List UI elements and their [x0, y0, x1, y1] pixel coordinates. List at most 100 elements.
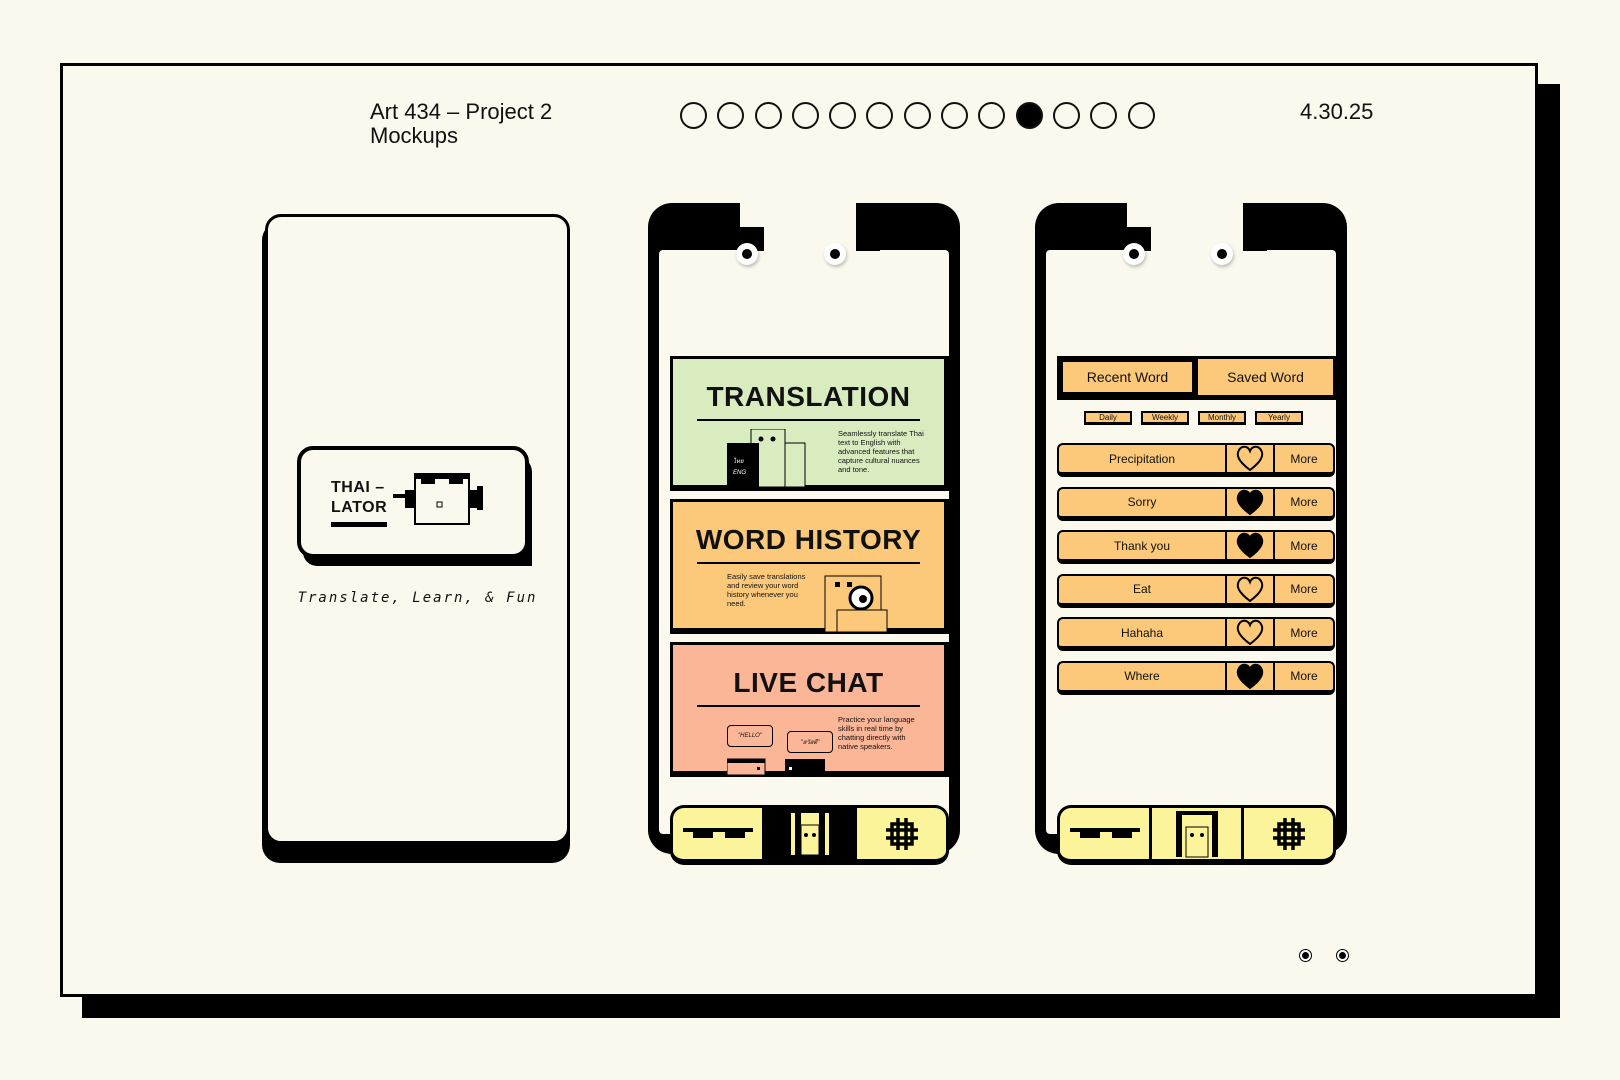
logo-underline	[331, 522, 387, 527]
word-label[interactable]: Hahaha	[1059, 619, 1227, 646]
project-date: 4.30.25	[1300, 99, 1374, 124]
word-row[interactable]: Thank you More	[1057, 530, 1335, 564]
nav-chat-button[interactable]	[1244, 808, 1333, 859]
language-badge: ไทย ENG	[733, 457, 746, 479]
more-button[interactable]: More	[1290, 625, 1318, 640]
card-description: Easily save translations and review your…	[727, 572, 806, 608]
corner-dot	[1300, 950, 1311, 961]
more-button[interactable]: More	[1290, 582, 1318, 596]
pager-dot[interactable]	[903, 102, 931, 129]
slide-pager[interactable]	[680, 102, 1155, 129]
save-heart-button[interactable]	[1227, 532, 1275, 559]
save-heart-button[interactable]	[1227, 488, 1275, 516]
grid-icon	[1272, 817, 1305, 850]
pager-dot[interactable]	[978, 102, 1006, 129]
pager-dot[interactable]	[866, 102, 894, 129]
face-icon	[790, 812, 829, 855]
word-label[interactable]: Where	[1059, 662, 1227, 690]
glasses-icon	[1069, 827, 1140, 838]
logo-line-2: LATOR	[331, 499, 388, 516]
phone-history: Recent Word Saved Word Daily Weekly Monthl…	[1035, 203, 1347, 865]
history-screen: Recent Word Saved Word Daily Weekly Monthl…	[1046, 250, 1336, 865]
logo-line-1: THAI –	[331, 479, 385, 496]
filter-chip-monthly[interactable]: Monthly	[1198, 411, 1246, 425]
tab-recent-word[interactable]: Recent Word	[1060, 359, 1198, 395]
eye-icon	[736, 243, 758, 265]
notch-step-right	[1243, 227, 1267, 251]
word-label[interactable]: Eat	[1059, 575, 1227, 603]
pager-dot[interactable]	[829, 102, 857, 129]
nav-translate-button[interactable]	[1060, 808, 1152, 859]
translation-illustration-icon	[727, 429, 806, 487]
nav-translate-button[interactable]	[673, 808, 765, 859]
app-tagline: Translate, Learn, & Fun	[297, 590, 538, 606]
project-title: Art 434 – Project 2 Mockups	[370, 100, 552, 148]
word-history-card[interactable]: WORD HISTORY Easily save translations an…	[670, 499, 949, 634]
heart-icon	[1236, 663, 1264, 689]
pager-dot[interactable]	[680, 102, 707, 129]
logo-mascot-icon	[393, 473, 483, 525]
title-line-2: Mockups	[370, 123, 459, 148]
card-divider	[697, 705, 920, 707]
live-chat-card[interactable]: LIVE CHAT Practice your language skills …	[670, 642, 949, 777]
title-line-1: Art 434 – Project 2	[370, 99, 553, 124]
word-row[interactable]: Where More	[1057, 660, 1335, 695]
pager-dot[interactable]	[1090, 102, 1118, 129]
card-description: Seamlessly translate Thai text to Englis…	[838, 429, 924, 474]
filter-chip-yearly[interactable]: Yearly	[1255, 411, 1303, 425]
nav-home-button[interactable]	[1152, 808, 1244, 859]
corner-dot	[1337, 950, 1348, 961]
save-heart-button[interactable]	[1227, 662, 1275, 690]
nav-home-button[interactable]	[765, 808, 857, 859]
filter-chip-daily[interactable]: Daily	[1084, 411, 1132, 425]
corner-dots	[1300, 950, 1348, 961]
bottom-nav	[1057, 805, 1336, 865]
card-description: Practice your language skills in real ti…	[838, 715, 915, 751]
word-label[interactable]: Precipitation	[1059, 445, 1227, 472]
card-divider	[697, 419, 920, 421]
badge-eng: ENG	[733, 470, 747, 476]
face-icon	[1175, 810, 1218, 857]
heart-icon	[1236, 445, 1264, 472]
heart-icon	[1236, 489, 1264, 515]
more-button[interactable]: More	[1290, 669, 1318, 683]
card-divider	[697, 562, 920, 564]
tab-saved-word[interactable]: Saved Word	[1227, 369, 1304, 385]
word-label[interactable]: Thank you	[1059, 532, 1227, 559]
pager-dot-active[interactable]	[1015, 102, 1043, 129]
word-row[interactable]: Sorry More	[1057, 486, 1335, 521]
glasses-icon	[682, 827, 753, 838]
chat-bubble-thai: "สวัสดี"	[787, 731, 833, 753]
pager-dot[interactable]	[791, 102, 819, 129]
save-heart-button[interactable]	[1227, 445, 1275, 472]
badge-thai: ไทย	[733, 459, 744, 465]
pager-dot[interactable]	[754, 102, 782, 129]
word-row[interactable]: Precipitation More	[1057, 443, 1335, 477]
translation-card[interactable]: TRANSLATION Seamlessly translate Thai te…	[670, 356, 949, 491]
word-label[interactable]: Sorry	[1059, 488, 1227, 516]
notch-step-right	[856, 227, 880, 251]
word-row[interactable]: Hahaha More	[1057, 617, 1335, 651]
word-row[interactable]: Eat More	[1057, 573, 1335, 608]
logo-wordmark: THAI – LATOR	[331, 478, 387, 518]
heart-icon	[1236, 619, 1264, 646]
more-button[interactable]: More	[1290, 495, 1318, 509]
save-heart-button[interactable]	[1227, 619, 1275, 646]
pager-dot[interactable]	[717, 102, 745, 129]
eye-icon	[1211, 243, 1233, 265]
pager-dot[interactable]	[941, 102, 969, 129]
pager-dot[interactable]	[1052, 102, 1080, 129]
app-logo: THAI – LATOR	[297, 446, 529, 558]
filter-chip-weekly[interactable]: Weekly	[1141, 411, 1189, 425]
card-title: LIVE CHAT	[733, 667, 884, 698]
more-button[interactable]: More	[1290, 451, 1318, 466]
pager-dot[interactable]	[1127, 102, 1155, 129]
more-button[interactable]: More	[1290, 538, 1318, 553]
chat-bubble-english: "HELLO"	[727, 725, 773, 747]
chat-characters-icon	[727, 758, 825, 775]
nav-chat-button[interactable]	[857, 808, 946, 859]
heart-icon	[1236, 532, 1264, 559]
home-screen: TRANSLATION Seamlessly translate Thai te…	[659, 250, 949, 865]
save-heart-button[interactable]	[1227, 575, 1275, 603]
